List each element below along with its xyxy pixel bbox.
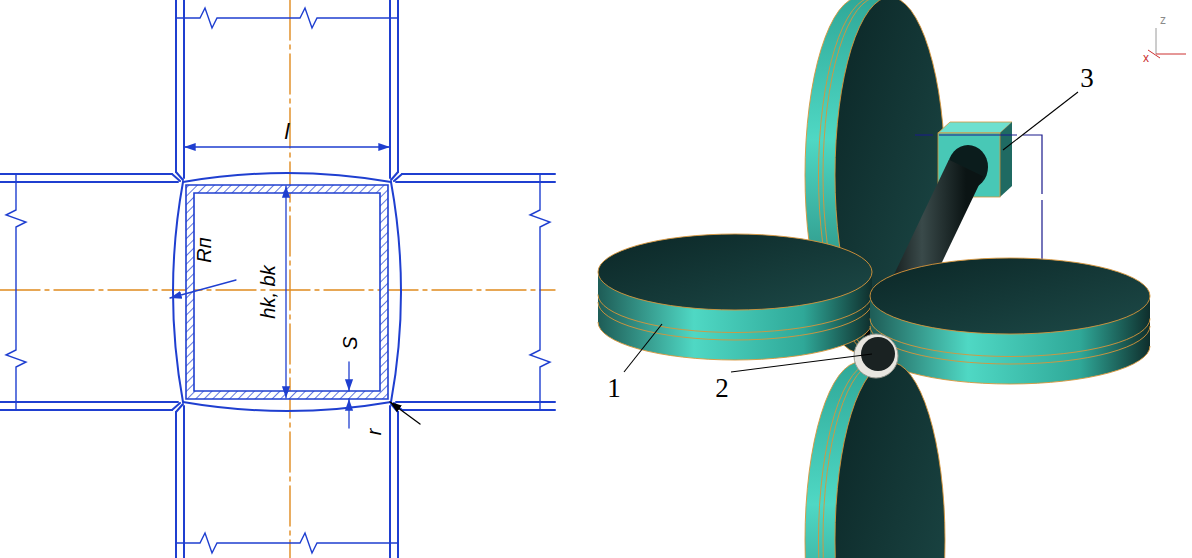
roll-profile — [391, 182, 401, 402]
bottom-roll — [176, 404, 398, 558]
dimension-line — [348, 362, 349, 391]
leader-line — [731, 354, 872, 372]
construction-line — [915, 135, 1042, 268]
dimension-label: hk, bk — [258, 265, 278, 318]
callout-number: 1 — [607, 375, 621, 402]
callout-number: 3 — [1080, 65, 1094, 92]
tube-bore — [861, 337, 895, 371]
leader-line — [390, 402, 420, 424]
dimension-line — [285, 186, 286, 398]
callout-number: 2 — [715, 375, 729, 402]
dimension-line — [348, 399, 349, 428]
thickness-label: S — [340, 336, 360, 349]
leader-line — [170, 280, 236, 298]
top-roll — [176, 0, 398, 180]
roll-profile — [183, 402, 391, 411]
left-roll-disc — [598, 234, 872, 360]
axis-label: z — [1160, 14, 1166, 26]
roll-profile — [183, 173, 391, 182]
roll-profile — [173, 182, 183, 402]
roll-stand-3d-view — [598, 0, 1150, 558]
leader-line — [624, 324, 662, 372]
axis-icon — [1148, 28, 1186, 58]
section-view — [0, 0, 555, 558]
square-tube-wall — [186, 185, 388, 399]
right-roll-disc — [870, 258, 1150, 384]
left-roll — [0, 174, 180, 410]
right-roll — [394, 174, 555, 410]
radius-label: Rп — [194, 237, 214, 262]
leader-line — [1003, 92, 1078, 150]
dimension-line — [184, 146, 390, 147]
center-line — [289, 0, 290, 558]
bottom-roll-disc — [805, 362, 945, 558]
radius-label: r — [364, 429, 384, 436]
axis-label: x — [1143, 52, 1149, 64]
dimension-label: l — [285, 121, 290, 143]
